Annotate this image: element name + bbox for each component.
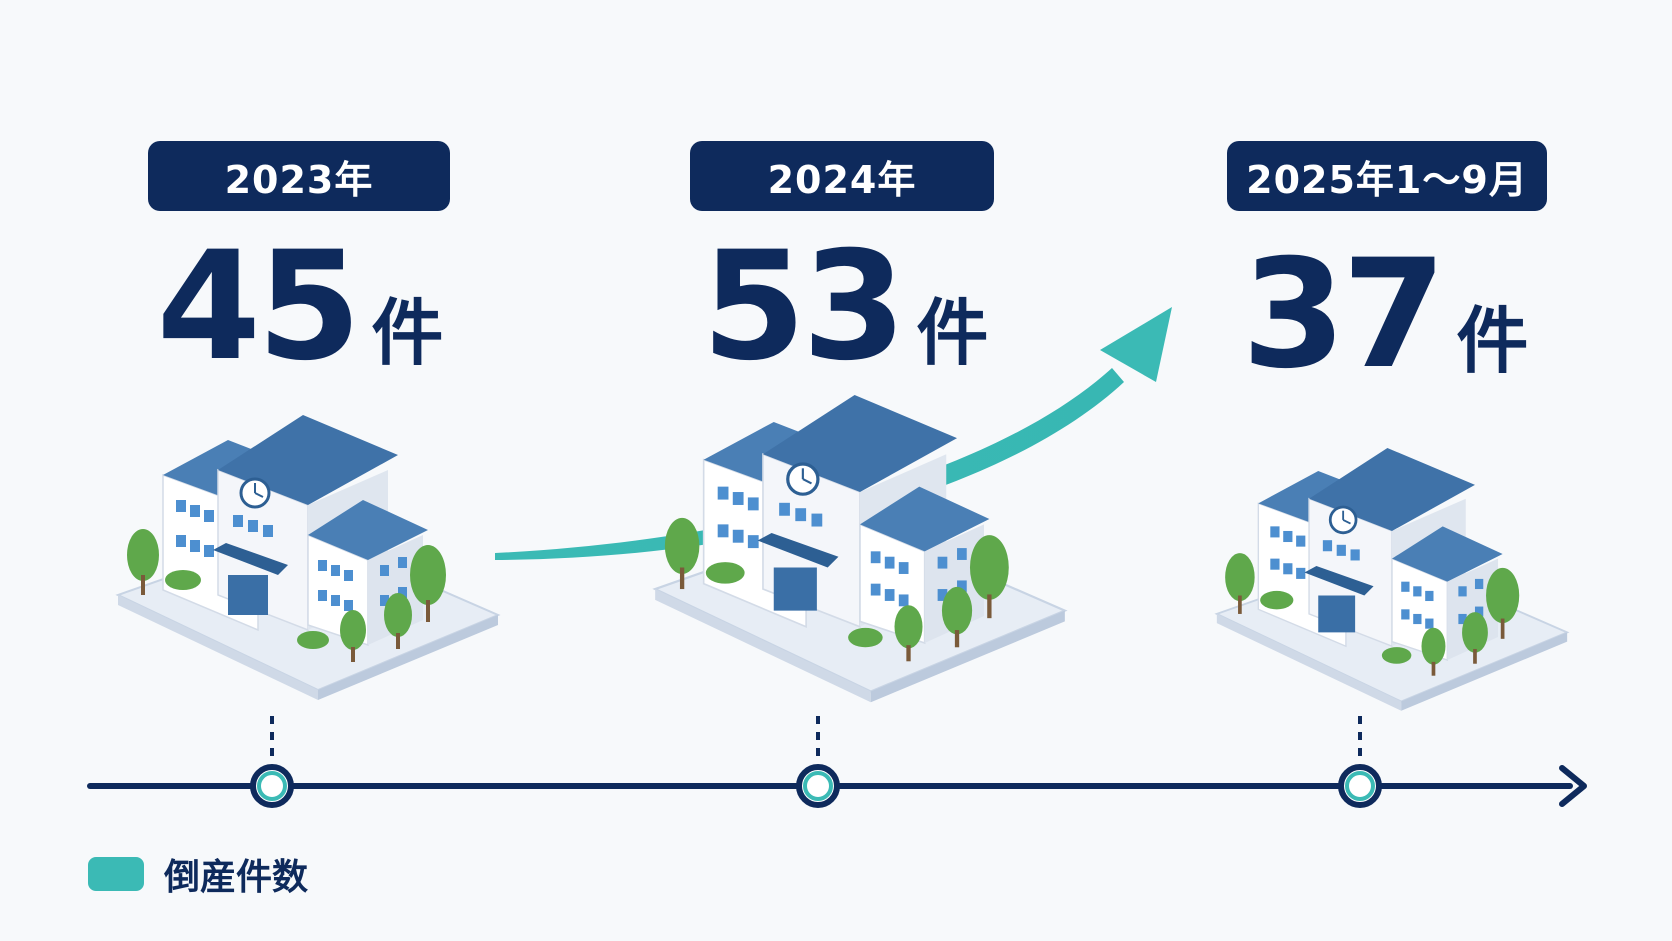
trend-arrow-head (1100, 307, 1172, 382)
count-unit-2024: 件 (916, 291, 989, 375)
timeline-marker-ring (1345, 771, 1375, 801)
timeline-marker-ring (257, 771, 287, 801)
legend-label: 倒産件数 (164, 857, 309, 898)
count-unit-2023: 件 (371, 291, 444, 375)
count-unit-2025: 件 (1456, 299, 1529, 383)
year-label-2023: 2023年 (148, 141, 450, 211)
timeline-marker-ring (803, 771, 833, 801)
school-building-icon (652, 395, 1068, 703)
count-value-2025: 37 (1241, 228, 1447, 402)
legend: 倒産件数 (88, 848, 308, 900)
school-building-icon (1214, 448, 1570, 711)
year-label-2025: 2025年1～9月 (1227, 141, 1547, 211)
count-2023: 45 件 (100, 232, 500, 382)
count-value-2023: 45 (156, 220, 362, 394)
legend-swatch (88, 857, 144, 891)
school-building-icon (115, 415, 501, 700)
count-2025: 37 件 (1185, 240, 1585, 390)
count-2024: 53 件 (645, 232, 1045, 382)
count-value-2024: 53 (701, 220, 907, 394)
year-label-2024: 2024年 (690, 141, 994, 211)
timeline-arrow-icon (1559, 765, 1587, 807)
